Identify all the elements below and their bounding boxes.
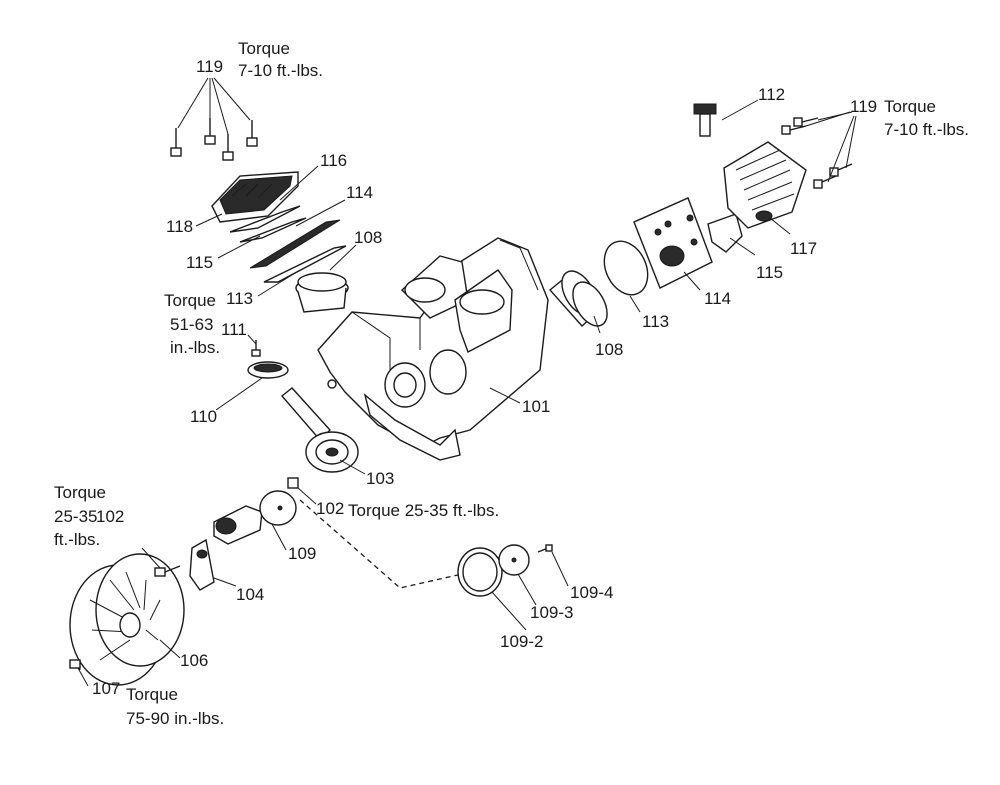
label-102-right: 102 xyxy=(316,499,344,518)
torque-head-right-line2: 7-10 ft.-lbs. xyxy=(884,120,969,139)
label-118: 118 xyxy=(166,217,193,236)
torque-head-right-line1: Torque xyxy=(884,97,936,116)
label-109: 109 xyxy=(288,544,316,563)
bolt-icon xyxy=(781,117,853,189)
gasket-icon xyxy=(457,544,553,597)
gasket-icon xyxy=(229,205,347,283)
label-109-2: 109-2 xyxy=(500,632,543,651)
label-119-right: 119 xyxy=(850,97,877,116)
eccentric-icon xyxy=(213,477,299,545)
label-108-left: 108 xyxy=(354,228,382,247)
cylinder-head-icon xyxy=(211,171,299,223)
label-114-right: 114 xyxy=(704,289,731,308)
piston-icon xyxy=(247,340,289,379)
connecting-rod-icon xyxy=(280,387,359,473)
label-106: 106 xyxy=(180,651,208,670)
label-117: 117 xyxy=(790,239,817,258)
torque-notes: Torque 7-10 ft.-lbs. Torque 7-10 ft.-lbs… xyxy=(54,39,969,728)
bolt-icon xyxy=(693,103,717,137)
leader-lines-119-right xyxy=(805,111,857,183)
cylinder-sleeve-icon xyxy=(295,272,349,313)
label-113-right: 113 xyxy=(642,312,669,331)
valve-plate-icon xyxy=(633,197,713,289)
label-116: 116 xyxy=(320,151,347,170)
label-115-right: 115 xyxy=(756,263,783,282)
label-104: 104 xyxy=(236,585,264,604)
torque-head-left-line2: 7-10 ft.-lbs. xyxy=(238,61,323,80)
torque-fan-bolt-line3: ft.-lbs. xyxy=(54,530,100,549)
label-109-4: 109-4 xyxy=(570,583,613,602)
label-113-left: 113 xyxy=(226,289,253,308)
label-101: 101 xyxy=(522,397,550,416)
label-107: 107 xyxy=(92,679,120,698)
torque-fan-nut-line1: Torque xyxy=(126,685,178,704)
crankcase-icon xyxy=(317,237,549,461)
label-102-left: 102 xyxy=(96,507,124,526)
assembly-dashed-line xyxy=(299,499,463,589)
gasket-icon xyxy=(603,240,649,296)
fan-icon xyxy=(69,553,185,686)
torque-fan-nut-line2: 75-90 in.-lbs. xyxy=(126,709,224,728)
torque-rod-line3: in.-lbs. xyxy=(170,338,220,357)
label-109-3: 109-3 xyxy=(530,603,573,622)
bolt-icon xyxy=(170,118,258,161)
label-112: 112 xyxy=(758,85,785,104)
torque-crank: Torque 25-35 ft.-lbs. xyxy=(348,501,499,520)
torque-head-left-line1: Torque xyxy=(238,39,290,58)
cylinder-head-icon xyxy=(723,141,807,229)
label-108-right: 108 xyxy=(595,340,623,359)
label-115-left: 115 xyxy=(186,253,213,272)
label-111: 111 xyxy=(221,320,247,339)
torque-fan-bolt-line1: Torque xyxy=(54,483,106,502)
torque-rod-line2: 51-63 xyxy=(170,315,213,334)
label-103: 103 xyxy=(366,469,394,488)
gasket-icon xyxy=(707,213,743,253)
leader-lines xyxy=(77,99,791,687)
part-labels: 119 116 114 118 108 115 113 111 110 101 … xyxy=(92,57,877,698)
label-114-left: 114 xyxy=(346,183,373,202)
torque-rod-line1: Torque xyxy=(164,291,216,310)
leader-lines-119-left xyxy=(177,77,251,135)
torque-fan-bolt-line2: 25-35 xyxy=(54,507,97,526)
crank-block-icon xyxy=(189,538,215,591)
label-119-left: 119 xyxy=(196,57,223,76)
label-110: 110 xyxy=(190,407,217,426)
cylinder-sleeve-icon xyxy=(548,270,608,327)
